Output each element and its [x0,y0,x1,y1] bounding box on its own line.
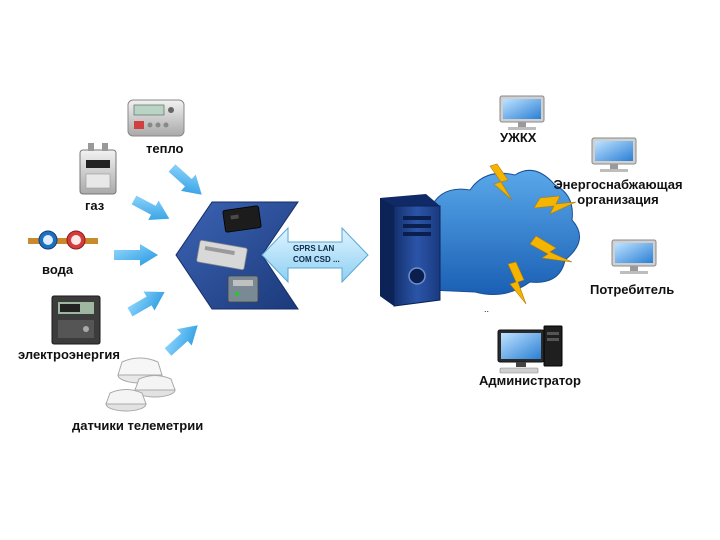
lightning-icon-1 [489,163,513,201]
gateway-panel [175,201,299,310]
gas-meter-icon [79,143,117,195]
arrow-from-water [114,244,158,266]
channel-double-arrow [261,226,369,284]
stray-dots: .. [484,304,490,314]
label-housing: УЖКХ [500,130,537,145]
arrow-from-heat [168,164,202,195]
monitor-icon-supply [591,137,637,172]
channel-label-line2: COM CSD ... [293,255,340,264]
server-icon [380,194,441,307]
arrow-from-telemetry [164,325,198,356]
electricity-meter-icon [51,295,101,345]
workstation-icon-admin [497,325,563,374]
label-water: вода [42,262,74,277]
channel-label-line1: GPRS LAN [293,244,335,253]
arrow-from-electricity [127,291,165,317]
arrow-from-gas [131,195,170,221]
monitor-icon-housing [499,95,545,130]
lightning-bolts [489,163,577,305]
label-consumer: Потребитель [590,282,675,297]
lightning-icon-2 [533,195,577,215]
source-arrows [114,164,202,356]
modem-icon [222,205,262,233]
converter-icon [227,275,259,303]
heat-meter-icon [127,99,185,137]
controller-icon [196,239,248,271]
telemetry-sensor-icon [105,357,176,412]
monitor-icon-consumer [611,239,657,274]
label-gas: газ [85,198,105,213]
water-meter-icon [28,230,98,250]
lightning-icon-3 [529,235,573,263]
label-heat: тепло [146,141,184,156]
label-electricity: электроэнергия [18,347,120,362]
label-telemetry: датчики телеметрии [72,418,204,433]
label-supply-organization: Энергоснабжающая организация [553,177,683,207]
lightning-icon-4 [507,261,527,305]
label-admin: Администратор [479,373,581,388]
